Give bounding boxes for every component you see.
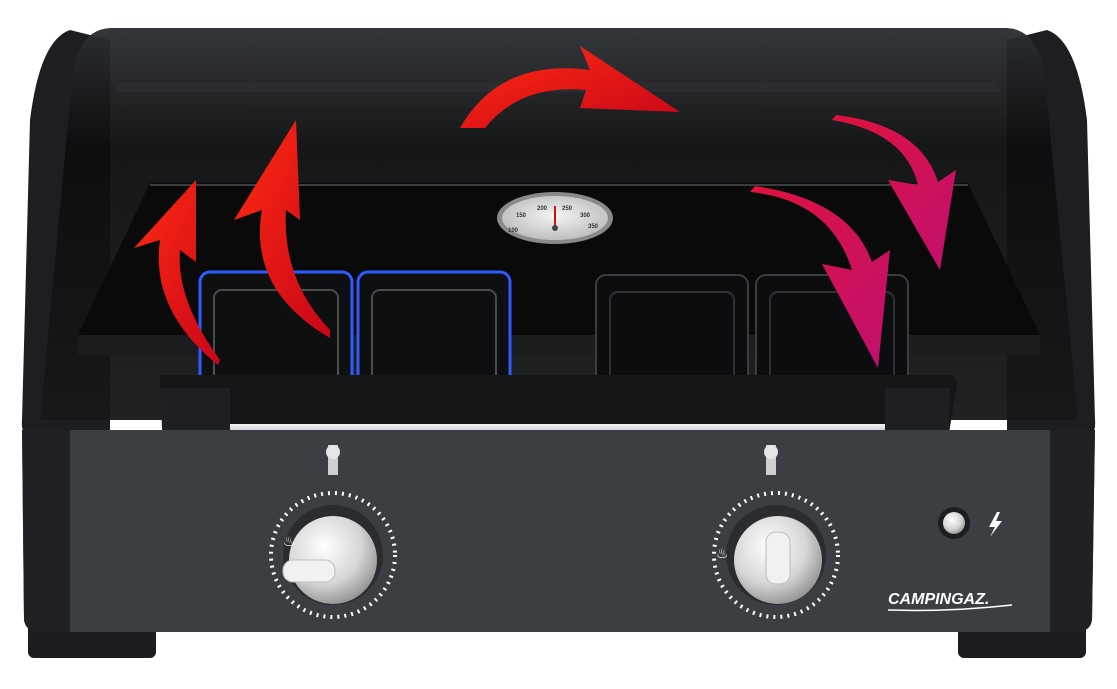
brand-logo: CAMPINGAZ. — [888, 591, 989, 608]
therm-label-350: 350 — [588, 224, 599, 230]
therm-label-300: 300 — [580, 213, 591, 219]
knob-right-flame-icon: ♨ — [716, 545, 729, 561]
heat-arrow-top — [460, 46, 680, 128]
control-panel-front — [70, 430, 1050, 632]
therm-label-150: 150 — [516, 213, 527, 219]
heat-arrow-right-inner — [750, 186, 890, 368]
knob-left-scale — [269, 491, 397, 619]
panel-side-left — [22, 430, 70, 632]
knob-right-scale — [712, 491, 840, 619]
lid-thermometer: 100 150 200 250 300 350 — [497, 192, 613, 244]
heat-arrow-left-inner — [234, 120, 330, 338]
gas-valve-right — [764, 445, 778, 475]
brand-swoosh — [887, 604, 1013, 612]
panel-side-right — [1050, 430, 1095, 632]
therm-label-100: 100 — [508, 228, 519, 234]
gas-valve-left — [326, 445, 340, 475]
lightning-bolt-icon — [989, 512, 1002, 537]
therm-label-250: 250 — [562, 206, 573, 212]
heat-arrow-left-outer — [134, 180, 220, 365]
therm-label-200: 200 — [537, 206, 548, 212]
ignition-button[interactable] — [938, 507, 970, 539]
control-knob-left[interactable]: ♨ — [269, 491, 397, 619]
knob-left-flame-icon: ♨ — [283, 533, 296, 549]
control-knob-right[interactable]: ♨ — [712, 491, 840, 619]
heat-arrow-right-outer — [832, 115, 956, 270]
